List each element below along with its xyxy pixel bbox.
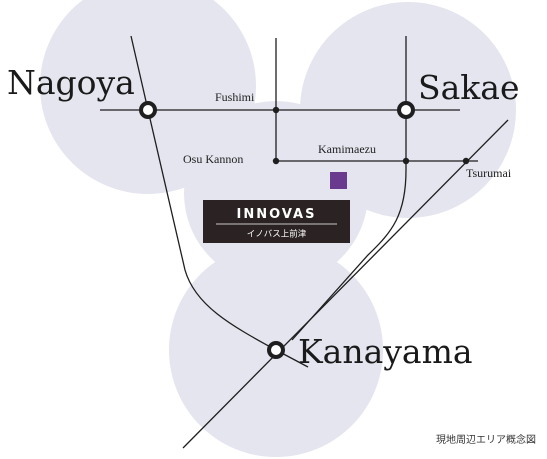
nagoya-ring (139, 101, 157, 119)
major-stations (139, 101, 415, 359)
brand-name: INNOVAS (237, 207, 317, 222)
property-marker (330, 172, 347, 189)
label-osu-kannon: Osu Kannon (183, 152, 243, 166)
line-diagonal-main (182, 119, 509, 449)
brand-subtitle: イノバス上前津 (247, 229, 307, 240)
rail-lines (100, 35, 509, 449)
kamimaezu-dot (402, 157, 410, 165)
small-stations (272, 106, 470, 165)
label-tsurumai: Tsurumai (466, 166, 512, 180)
line-vertical-sakae (291, 36, 407, 341)
label-kamimaezu: Kamimaezu (318, 142, 376, 156)
brand-box: INNOVAS イノバス上前津 (203, 200, 350, 243)
map-caption: 現地周辺エリア概念図 (436, 433, 536, 446)
tsurumai-dot (462, 157, 470, 165)
osu-kannon-dot (272, 157, 280, 165)
sakae-ring (397, 101, 415, 119)
fushimi-dot (272, 106, 280, 114)
label-kanayama: Kanayama (298, 332, 473, 371)
line-nagoya-kanayama (130, 35, 277, 351)
label-sakae: Sakae (418, 68, 519, 107)
label-fushimi: Fushimi (215, 90, 255, 104)
label-nagoya: Nagoya (7, 63, 135, 102)
kanayama-ring (267, 341, 285, 359)
brand-box-bg (203, 200, 350, 243)
